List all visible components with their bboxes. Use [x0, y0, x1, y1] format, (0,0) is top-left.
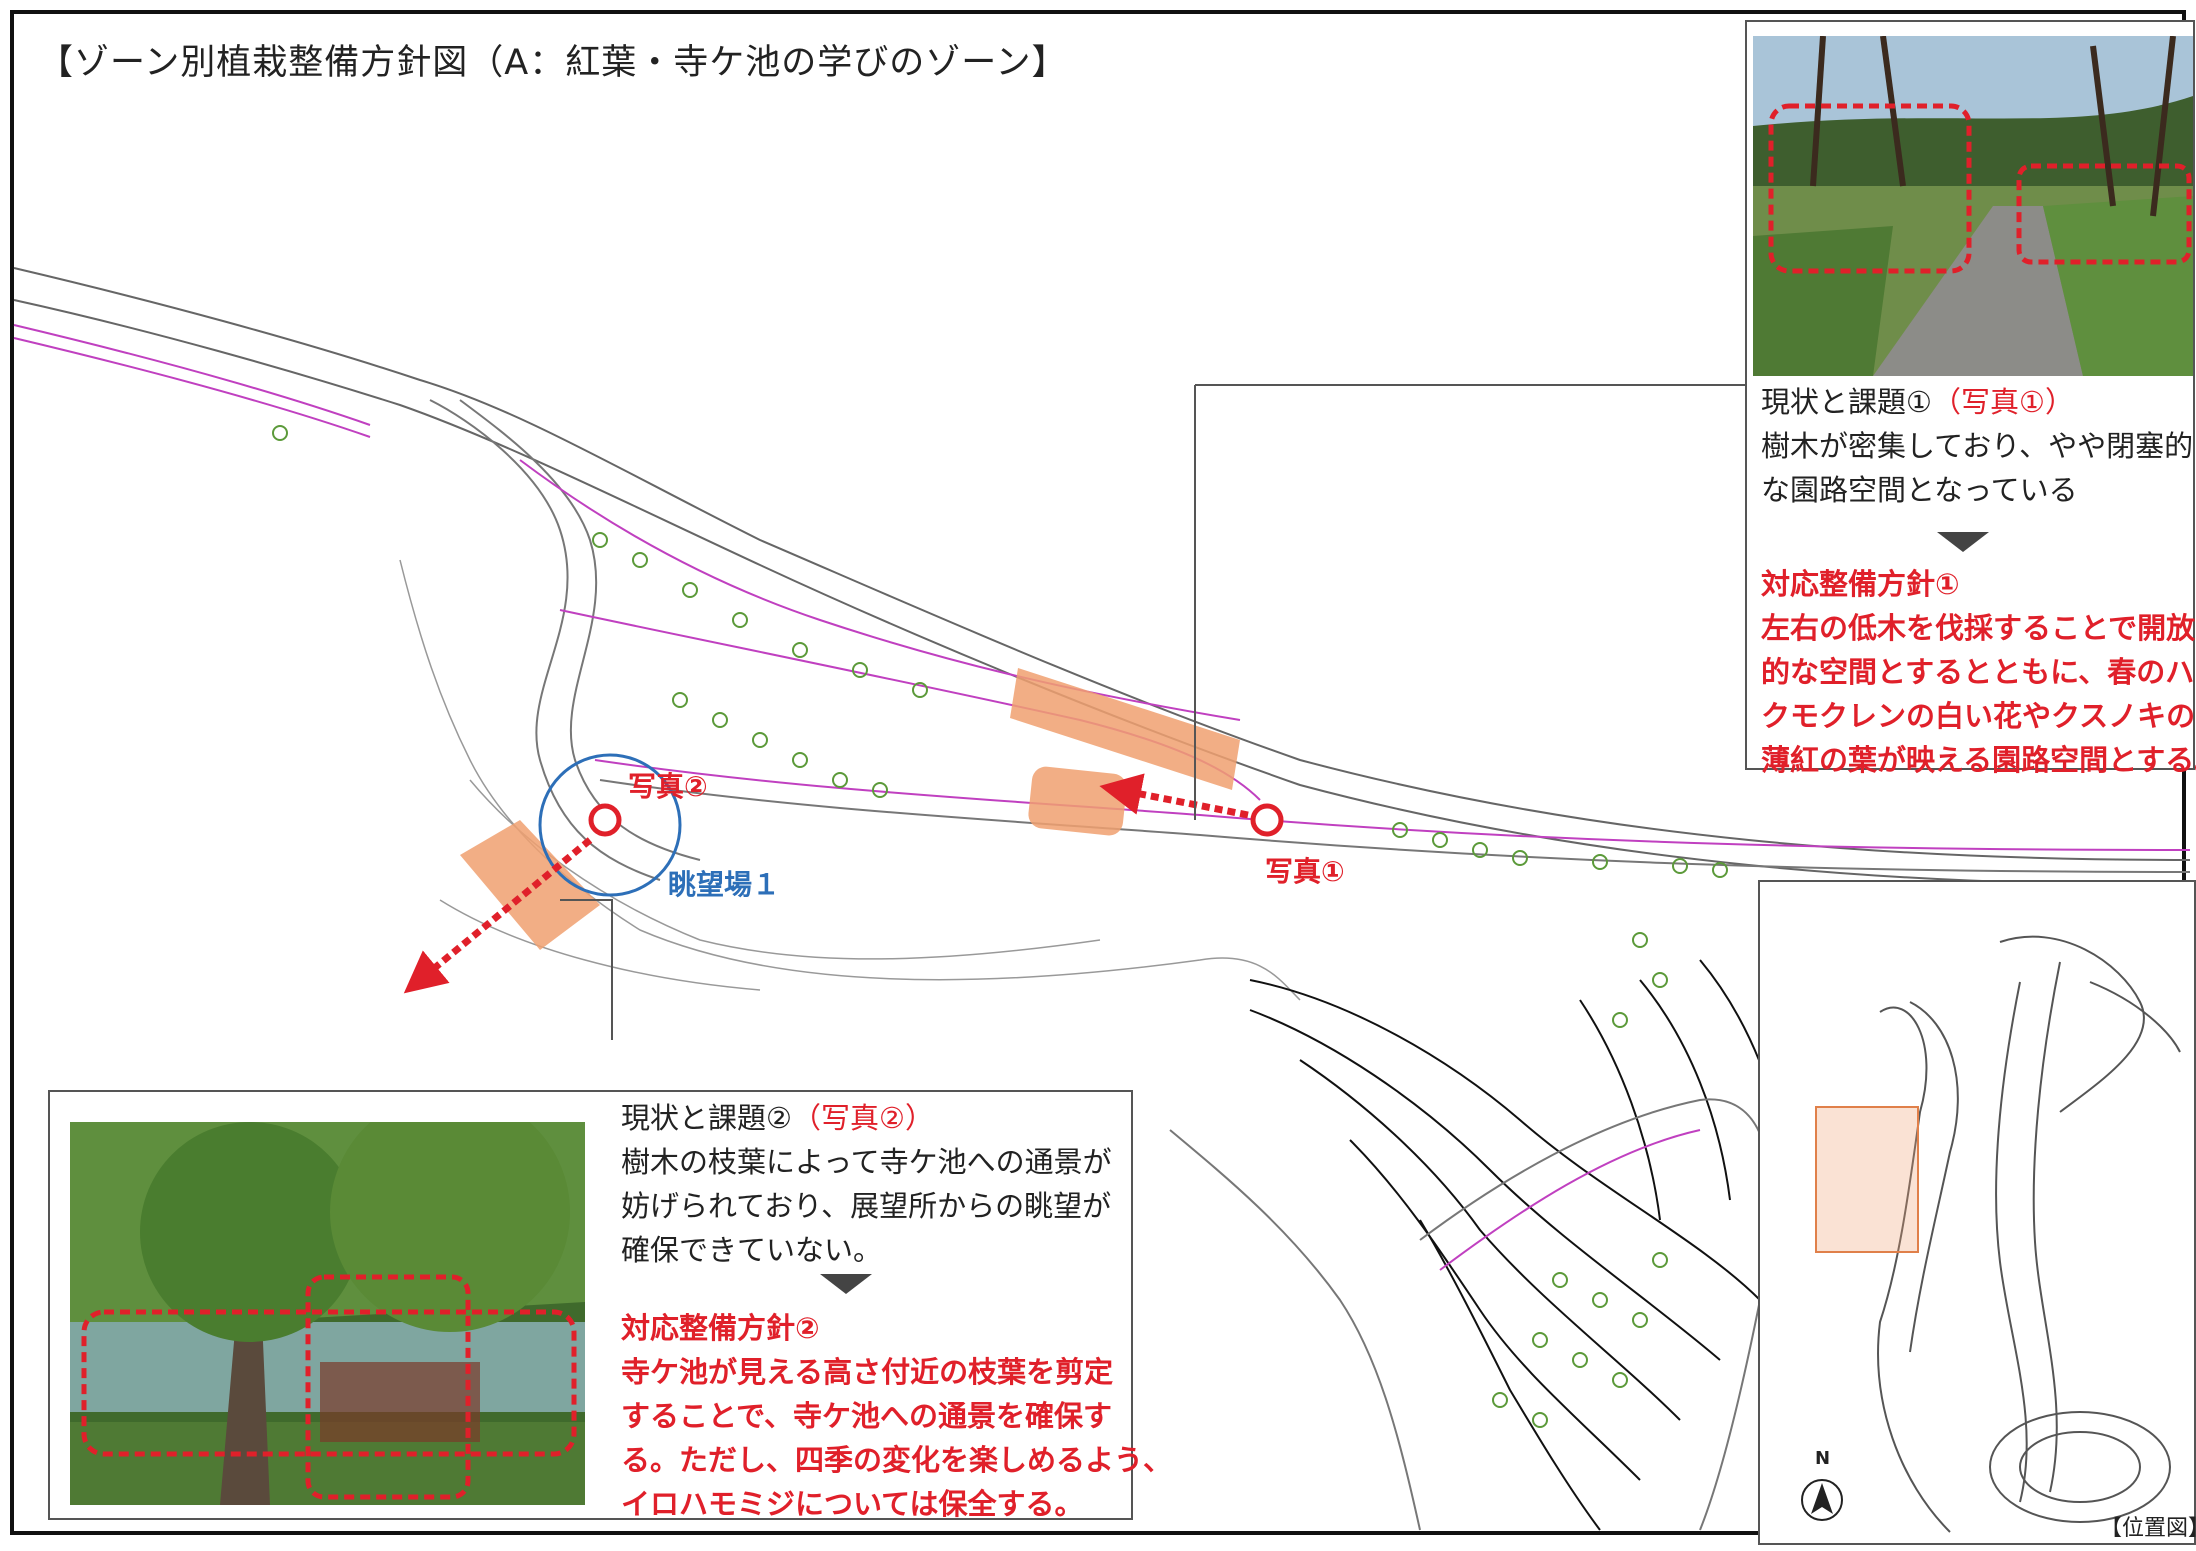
callout-1-policy-heading: 対応整備方針①: [1761, 567, 1960, 601]
down-arrow-icon: [1937, 532, 1989, 552]
callout-1-policy-line: クモクレンの白い花やクスノキの: [1761, 699, 2196, 733]
pruning-areas: [460, 668, 1240, 950]
lower-planting-area: [1169, 1098, 1773, 1531]
callout-2-status-heading: 現状と課題②（写真②）: [621, 1096, 934, 1140]
leader-lines: [560, 384, 1745, 1040]
callout-2-status-line: 妨げられており、展望所からの眺望が: [621, 1189, 1112, 1223]
location-map-label: 【位置図】: [2100, 1516, 2196, 1541]
down-arrow-icon: [820, 1274, 872, 1294]
callout-1-status-title: 現状と課題①: [1761, 385, 1932, 419]
callout-2-policy-line: することで、寺ケ池への通景を確保す: [621, 1399, 1112, 1433]
callout-2-policy-line: イロハモミジについては保全する。: [621, 1487, 1084, 1521]
callout-1-status-line: 樹木が密集しており、やや閉塞的: [1761, 429, 2194, 463]
photo-2-arrow: [403, 837, 593, 994]
photo-1: [1753, 36, 2193, 376]
photo-2-label: 写真②: [628, 770, 708, 803]
callout-1-policy-line: 的な空間とするとともに、春のハ: [1761, 655, 2195, 689]
callout-2-policy-line: る。ただし、四季の変化を楽しめるよう、: [621, 1443, 1173, 1477]
viewpoint-circle: [538, 753, 682, 897]
callout-2: 現状と課題②（写真②） 樹木の枝葉によって寺ケ池への通景が 妨げられており、展望…: [48, 1090, 1172, 1521]
callout-1-status-heading: 現状と課題①（写真①）: [1761, 380, 2074, 424]
page-title: 【ゾーン別植栽整備方針図（A：紅葉・寺ケ池の学びのゾーン】: [38, 43, 1068, 83]
photo-points: [588, 803, 1284, 837]
north-label: N: [1815, 1448, 1831, 1469]
callout-2-status-title: 現状と課題②: [621, 1101, 792, 1135]
photo-1-arrow: [1099, 773, 1249, 819]
location-map-inset: N 【位置図】: [1758, 880, 2196, 1545]
callout-1: 現状と課題①（写真①） 樹木が密集しており、やや閉塞的 な園路空間となっている …: [1745, 20, 2196, 777]
location-map: [1801, 935, 2181, 1533]
callout-2-policy-line: 寺ケ池が見える高さ付近の枝葉を剪定: [621, 1355, 1114, 1389]
callout-2-status-line: 確保できていない。: [621, 1233, 883, 1267]
upper-road: [13, 267, 2191, 886]
callout-1-photo-ref: （写真①）: [1932, 385, 2074, 419]
callout-2-photo-ref: （写真②）: [792, 1101, 934, 1135]
contour-lines: [1249, 959, 1791, 1531]
callout-1-policy-line: 左右の低木を伐採することで開放: [1761, 611, 2196, 645]
callout-2-status-line: 樹木の枝葉によって寺ケ池への通景が: [621, 1145, 1112, 1179]
photo-2: [70, 1122, 585, 1505]
callout-1-policy-line: 薄紅の葉が映える園路空間とする。: [1761, 743, 2196, 777]
callout-2-policy-heading: 対応整備方針②: [621, 1311, 820, 1345]
view-arrows: [403, 773, 1249, 994]
callout-1-status-line: な園路空間となっている: [1761, 473, 2078, 507]
viewpoint-label: 眺望場１: [668, 868, 781, 901]
tree-symbols: [272, 425, 1728, 1428]
photo-1-label: 写真①: [1265, 855, 1345, 888]
